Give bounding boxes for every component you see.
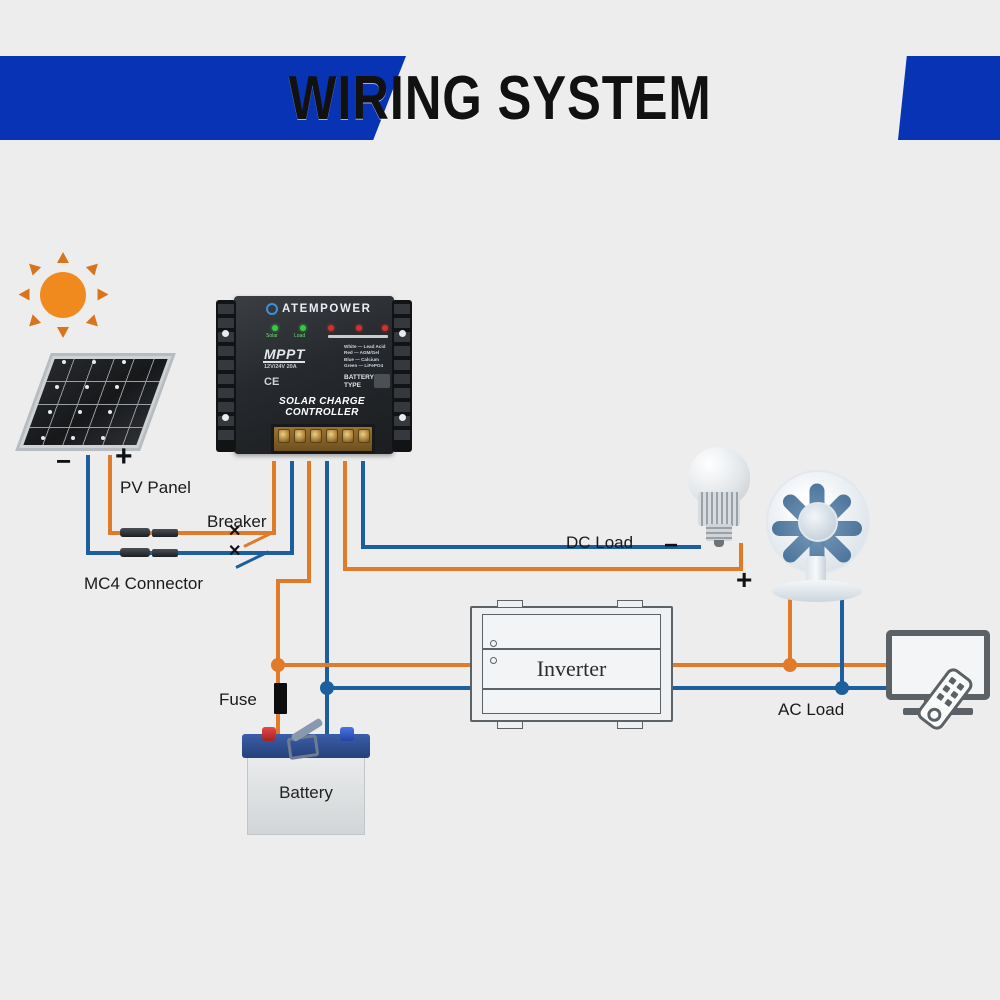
wire-pv-negative-down: [86, 455, 90, 555]
breaker-mark-2: ✕: [228, 543, 242, 560]
terminal-4[interactable]: [326, 429, 338, 443]
pv-panel-label: PV Panel: [120, 478, 191, 497]
dc-load-label: DC Load: [566, 533, 634, 552]
inverter-label: Inverter: [536, 656, 607, 681]
rating-label: 12V/24V 20A: [264, 364, 297, 370]
header-banner: [0, 56, 1000, 140]
pv-positive-sign: +: [115, 440, 133, 473]
terminal-3[interactable]: [310, 429, 322, 443]
page-title: WIRING SYSTEM: [288, 63, 712, 133]
fuse-label: Fuse: [219, 690, 257, 709]
battery-negative-terminal: [340, 727, 354, 741]
breaker-mark-1: ✕: [228, 523, 242, 540]
battery-type-legend: White — Lead Acid Red — AGM/Gel Blue — C…: [344, 344, 386, 369]
banner-right-shape: [898, 56, 1000, 140]
wire-terminal3-down: [307, 461, 311, 583]
pv-negative-sign: −: [56, 446, 72, 476]
wire-dcload-positive-up: [739, 543, 743, 571]
model-label: MPPT: [264, 346, 305, 362]
wire-dcload-negative: [361, 545, 701, 549]
fuse: [274, 683, 287, 714]
wire-fan-negative: [840, 592, 844, 688]
wire-dcload-positive: [343, 567, 743, 571]
wire-pv-positive-down: [108, 455, 112, 535]
mounting-screw: [222, 330, 229, 337]
wire-breaker-to-terminal1: [272, 461, 276, 535]
product-name-label: SOLAR CHARGE CONTROLLER: [279, 396, 365, 418]
mounting-screw: [222, 414, 229, 421]
battery-type-label: BATTERY TYPE: [344, 374, 374, 389]
wire-pv-negative-right: [86, 551, 276, 555]
breaker-label: Breaker: [207, 512, 267, 531]
battery-type-selector[interactable]: [374, 374, 390, 388]
battery-positive-terminal: [262, 727, 276, 741]
mounting-screw: [399, 330, 406, 337]
certification-label: CE: [264, 376, 280, 388]
wire-pv-positive-right: [108, 531, 276, 535]
junction-positive: [271, 658, 285, 672]
led-status-3: [382, 325, 388, 331]
mc4-connector-label: MC4 Connector: [84, 574, 204, 593]
led-status-1: [328, 325, 334, 331]
mounting-screw: [399, 414, 406, 421]
ac-load-label: AC Load: [778, 700, 845, 719]
banner-left-shape: [0, 56, 406, 140]
wire-battery-negative: [325, 461, 329, 755]
terminal-2[interactable]: [294, 429, 306, 443]
led-solar-label: Solar: [266, 333, 278, 339]
led-solar: [272, 325, 278, 331]
wire-terminal6-down: [361, 461, 365, 549]
brand-logo-icon: [266, 303, 278, 315]
wire-terminal5-down: [343, 461, 347, 571]
solar-charge-controller: ATEMPOWER Solar Load MPPT 12V/24V 20A CE…: [216, 296, 412, 460]
status-bar: [328, 335, 388, 338]
led-load-label: Load: [294, 333, 306, 339]
dc-load-positive-sign: +: [736, 564, 753, 595]
junction-negative: [320, 681, 334, 695]
battery-label: Battery: [279, 783, 333, 802]
terminal-1[interactable]: [278, 429, 290, 443]
dc-load-negative-sign: −: [664, 532, 679, 559]
brand-name: ATEMPOWER: [282, 303, 372, 315]
led-load: [300, 325, 306, 331]
junction-ac-positive: [783, 658, 797, 672]
wire-fan-positive: [788, 592, 792, 665]
wire-breaker-to-terminal2: [290, 461, 294, 555]
terminal-6[interactable]: [358, 429, 370, 443]
terminal-block: [271, 424, 375, 454]
terminal-5[interactable]: [342, 429, 354, 443]
heatsink-right: [392, 300, 412, 452]
led-status-2: [356, 325, 362, 331]
junction-ac-negative: [835, 681, 849, 695]
heatsink-left: [216, 300, 236, 452]
wire-terminal3-left: [276, 579, 311, 583]
